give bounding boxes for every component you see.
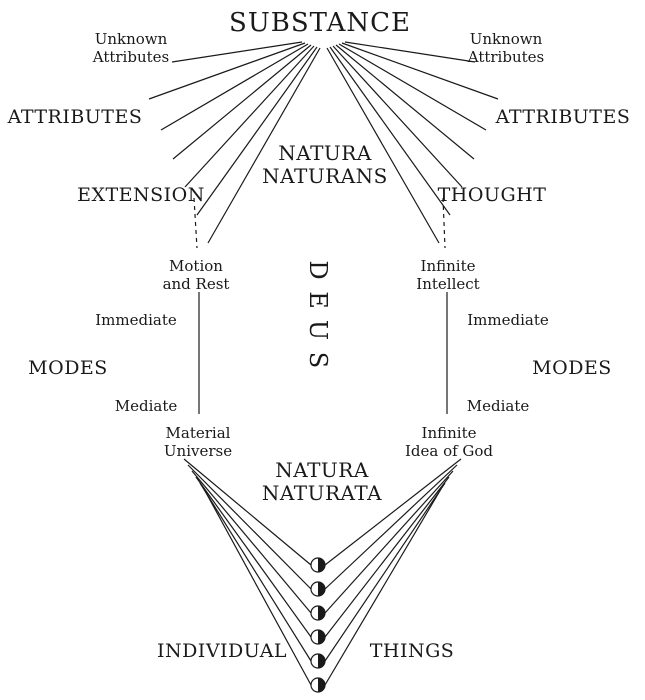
infinite-intellect-line1: Infinite bbox=[420, 257, 476, 275]
fan-line bbox=[207, 47, 321, 244]
bundle-line bbox=[324, 458, 462, 566]
fan-line bbox=[344, 41, 476, 63]
bundle-line bbox=[195, 476, 312, 638]
unknown-attributes-right-label: Unknown Attributes bbox=[468, 30, 544, 66]
mediate-right-label: Mediate bbox=[466, 397, 530, 415]
extension-dashed-connector bbox=[193, 197, 198, 249]
bundle-line bbox=[199, 482, 312, 662]
fan-line bbox=[332, 45, 463, 188]
modes-right-label: MODES bbox=[532, 357, 612, 379]
attributes-left-label: ATTRIBUTES bbox=[7, 106, 143, 128]
immediate-right-label: Immediate bbox=[467, 311, 549, 329]
fan-line bbox=[148, 42, 306, 100]
half-filled-circle-icon bbox=[310, 605, 326, 621]
half-filled-circle-icon bbox=[310, 557, 326, 573]
half-filled-circle-icon bbox=[310, 629, 326, 645]
deus-letter: S bbox=[304, 351, 332, 369]
natura-naturans-label: NATURA NATURANS bbox=[262, 142, 388, 188]
natura-naturans-line2: NATURANS bbox=[262, 164, 388, 188]
bundle-line bbox=[324, 488, 442, 686]
substance-label: SUBSTANCE bbox=[229, 8, 411, 38]
individual-label: INDIVIDUAL bbox=[156, 640, 288, 662]
fan-line bbox=[184, 45, 315, 188]
infinite-intellect-line2: Intellect bbox=[416, 275, 480, 293]
material-universe-line2: Universe bbox=[163, 442, 233, 460]
modes-left-label: MODES bbox=[28, 357, 108, 379]
extension-label: EXTENSION bbox=[77, 184, 205, 206]
material-universe-label: Material Universe bbox=[164, 424, 232, 460]
right-converging-bundle bbox=[324, 458, 462, 686]
deus-letter: E bbox=[304, 291, 332, 309]
immediate-left-label: Immediate bbox=[95, 311, 177, 329]
natura-naturata-label: NATURA NATURATA bbox=[262, 459, 382, 505]
natura-naturans-line1: NATURA bbox=[278, 141, 372, 165]
attributes-right-label: ATTRIBUTES bbox=[495, 106, 631, 128]
fan-line bbox=[196, 46, 318, 216]
bundle-line bbox=[187, 464, 312, 590]
motion-and-rest-line2: and Rest bbox=[162, 275, 230, 293]
bundle-line bbox=[183, 458, 312, 566]
fan-line bbox=[171, 41, 303, 63]
unknown-attributes-right-line2: Attributes bbox=[467, 48, 545, 66]
bundle-line bbox=[324, 482, 446, 662]
fan-line bbox=[160, 43, 309, 131]
fan-line bbox=[326, 47, 440, 244]
half-filled-circle-icon bbox=[310, 581, 326, 597]
infinite-idea-of-god-label: Infinite Idea of God bbox=[405, 424, 493, 460]
bundle-line bbox=[324, 464, 458, 590]
infinite-intellect-label: Infinite Intellect bbox=[416, 257, 479, 293]
unknown-attributes-left-label: Unknown Attributes bbox=[93, 30, 169, 66]
natura-naturata-line1: NATURA bbox=[275, 458, 369, 482]
natura-naturata-line2: NATURATA bbox=[261, 481, 383, 505]
fan-line bbox=[329, 46, 451, 216]
infinite-idea-of-god-line1: Infinite bbox=[421, 424, 477, 442]
unknown-attributes-right-line1: Unknown bbox=[469, 30, 543, 48]
thought-dashed-connector bbox=[442, 197, 446, 249]
unknown-attributes-left-line2: Attributes bbox=[92, 48, 170, 66]
right-attribute-fan bbox=[326, 41, 499, 244]
bundle-line bbox=[191, 470, 312, 614]
unknown-attributes-left-line1: Unknown bbox=[94, 30, 168, 48]
deus-letter: U bbox=[304, 319, 332, 341]
left-attribute-fan bbox=[148, 41, 321, 244]
fan-line bbox=[335, 44, 475, 160]
material-universe-line1: Material bbox=[165, 424, 231, 442]
fan-line bbox=[172, 44, 312, 160]
deus-vertical-label: D E U S bbox=[303, 255, 333, 375]
mediate-left-label: Mediate bbox=[114, 397, 178, 415]
half-filled-circle-icon bbox=[310, 653, 326, 669]
infinite-idea-of-god-line2: Idea of God bbox=[404, 442, 494, 460]
fan-line bbox=[341, 42, 499, 100]
left-converging-bundle bbox=[183, 458, 312, 686]
fan-line bbox=[338, 43, 487, 131]
things-label: THINGS bbox=[369, 640, 455, 662]
thought-label: THOUGHT bbox=[437, 184, 547, 206]
motion-and-rest-label: Motion and Rest bbox=[163, 257, 230, 293]
deus-letter: D bbox=[304, 260, 332, 280]
bundle-line bbox=[203, 488, 312, 686]
half-filled-circle-icon bbox=[310, 677, 326, 693]
motion-and-rest-line1: Motion bbox=[169, 257, 223, 275]
bundle-line bbox=[324, 470, 454, 614]
individual-things-circles bbox=[310, 557, 326, 693]
bundle-line bbox=[324, 476, 450, 638]
